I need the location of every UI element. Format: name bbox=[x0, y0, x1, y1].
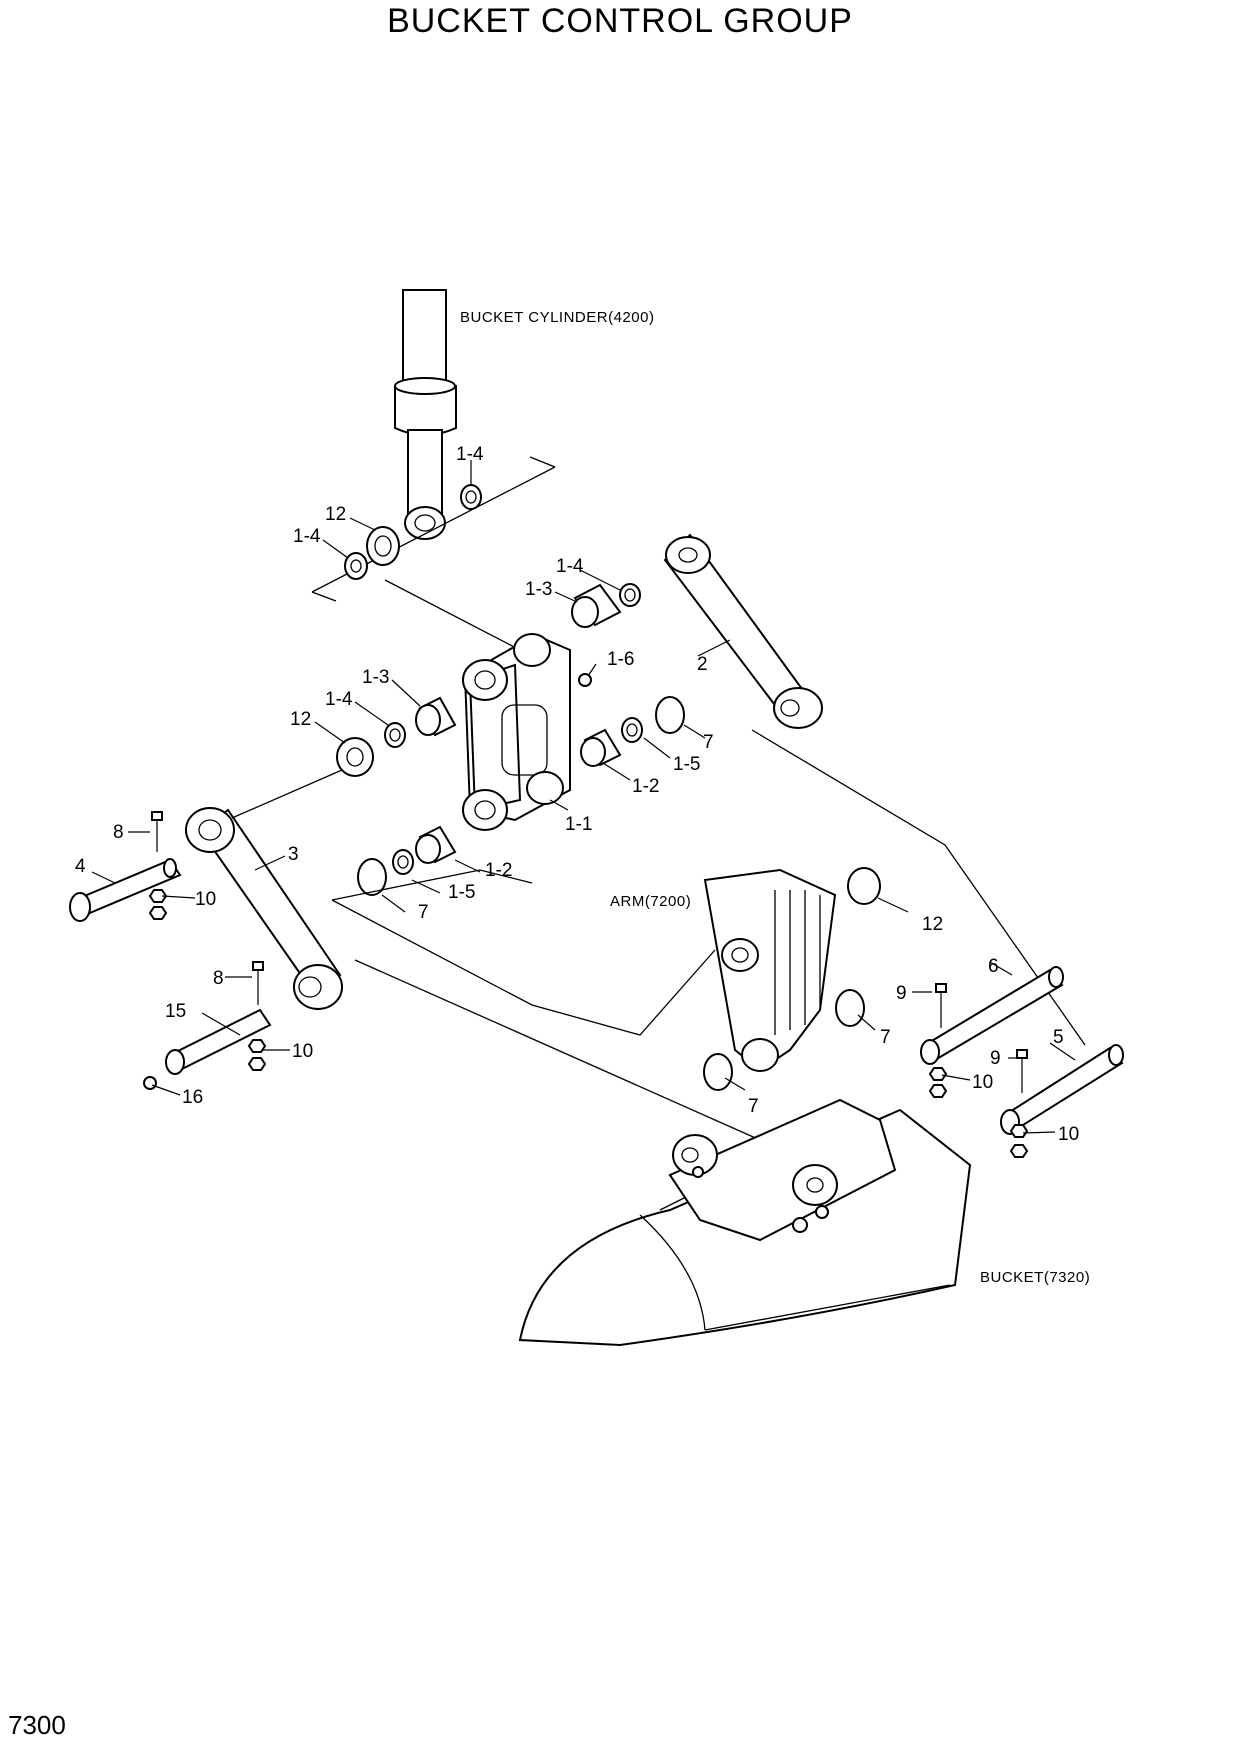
grease-nipple-16 bbox=[143, 1076, 157, 1090]
ref-bucket: BUCKET(7320) bbox=[980, 1269, 1090, 1286]
bucket bbox=[518, 1098, 972, 1347]
label-1-3: 1-3 bbox=[525, 579, 552, 600]
washer-1-4-mid bbox=[384, 722, 406, 748]
shim-12-top bbox=[366, 526, 400, 566]
page-number: 7300 bbox=[8, 1710, 66, 1740]
link-1-1 bbox=[462, 633, 571, 831]
label-10: 10 bbox=[292, 1041, 313, 1062]
grease-nipple-1-6 bbox=[578, 673, 592, 687]
label-1-6: 1-6 bbox=[607, 649, 634, 670]
bolt-8-upper bbox=[151, 811, 163, 852]
bolt-9-upper bbox=[935, 983, 947, 1028]
label-1-4: 1-4 bbox=[556, 556, 584, 577]
label-1-1: 1-1 bbox=[565, 814, 592, 835]
washer-1-4-upper bbox=[619, 583, 641, 607]
label-1-2: 1-2 bbox=[632, 776, 659, 797]
bucket-cylinder bbox=[394, 289, 457, 540]
nuts-10-pin5 bbox=[1009, 1124, 1029, 1158]
label-12: 12 bbox=[290, 709, 311, 730]
label-7: 7 bbox=[703, 732, 714, 753]
nuts-10-upper bbox=[148, 889, 168, 920]
label-10: 10 bbox=[1058, 1124, 1079, 1145]
pin-15 bbox=[165, 1008, 272, 1075]
label-1-4: 1-4 bbox=[325, 689, 353, 710]
washer-1-4-top bbox=[460, 484, 482, 510]
bushing-1-3-upper bbox=[571, 583, 622, 628]
o-ring-7-arm bbox=[835, 989, 865, 1027]
label-1-3: 1-3 bbox=[362, 667, 389, 688]
label-16: 16 bbox=[182, 1087, 203, 1108]
bushing-1-3-left bbox=[415, 696, 457, 737]
label-9: 9 bbox=[896, 983, 907, 1004]
label-1-4: 1-4 bbox=[293, 526, 321, 547]
bushing-1-2-lower bbox=[415, 825, 457, 864]
o-ring-7-left bbox=[357, 858, 387, 896]
washer-1-4-left bbox=[344, 552, 368, 580]
label-10: 10 bbox=[972, 1072, 993, 1093]
o-ring-7-upper bbox=[655, 696, 685, 734]
nuts-10-lower-left bbox=[247, 1039, 267, 1071]
arm bbox=[703, 868, 837, 1072]
label-15: 15 bbox=[165, 1001, 186, 1022]
pin-4 bbox=[69, 858, 182, 922]
ref-arm: ARM(7200) bbox=[610, 893, 691, 910]
label-5: 5 bbox=[1053, 1027, 1064, 1048]
shim-12-arm bbox=[847, 867, 881, 905]
page-title: BUCKET CONTROL GROUP bbox=[387, 2, 853, 40]
pin-centerlines bbox=[331, 869, 761, 1141]
label-1-5: 1-5 bbox=[673, 754, 700, 775]
link-pin-centerline bbox=[384, 579, 521, 661]
bolt-9-lower bbox=[1016, 1049, 1028, 1093]
label-10: 10 bbox=[195, 889, 216, 910]
label-1-5: 1-5 bbox=[448, 882, 475, 903]
ref-bucket-cylinder: BUCKET CYLINDER(4200) bbox=[460, 309, 654, 326]
label-2: 2 bbox=[697, 654, 708, 675]
label-1-4: 1-4 bbox=[456, 444, 484, 465]
label-7: 7 bbox=[880, 1027, 891, 1048]
label-3: 3 bbox=[288, 844, 299, 865]
label-12: 12 bbox=[325, 504, 346, 525]
link-2 bbox=[663, 533, 823, 729]
nuts-10-pin6 bbox=[928, 1067, 948, 1098]
label-9: 9 bbox=[990, 1048, 1001, 1069]
bushing-1-2-right bbox=[580, 728, 622, 767]
leader-lines bbox=[91, 460, 1076, 1134]
o-ring-7-lower bbox=[703, 1053, 733, 1091]
shim-12-left bbox=[336, 737, 374, 777]
link3-centerline bbox=[231, 769, 343, 819]
label-4: 4 bbox=[75, 856, 86, 877]
label-12: 12 bbox=[922, 914, 943, 935]
label-7: 7 bbox=[748, 1096, 759, 1117]
label-1-2: 1-2 bbox=[485, 860, 512, 881]
washer-1-5-lower bbox=[392, 849, 414, 875]
pin-5 bbox=[1000, 1044, 1124, 1135]
link-3 bbox=[185, 807, 343, 1010]
pin-6 bbox=[920, 966, 1064, 1065]
label-7: 7 bbox=[418, 902, 429, 923]
bolt-8-lower bbox=[252, 961, 264, 1005]
label-8: 8 bbox=[213, 968, 224, 989]
washer-1-5-right bbox=[621, 717, 643, 743]
label-8: 8 bbox=[113, 822, 124, 843]
label-6: 6 bbox=[988, 956, 999, 977]
